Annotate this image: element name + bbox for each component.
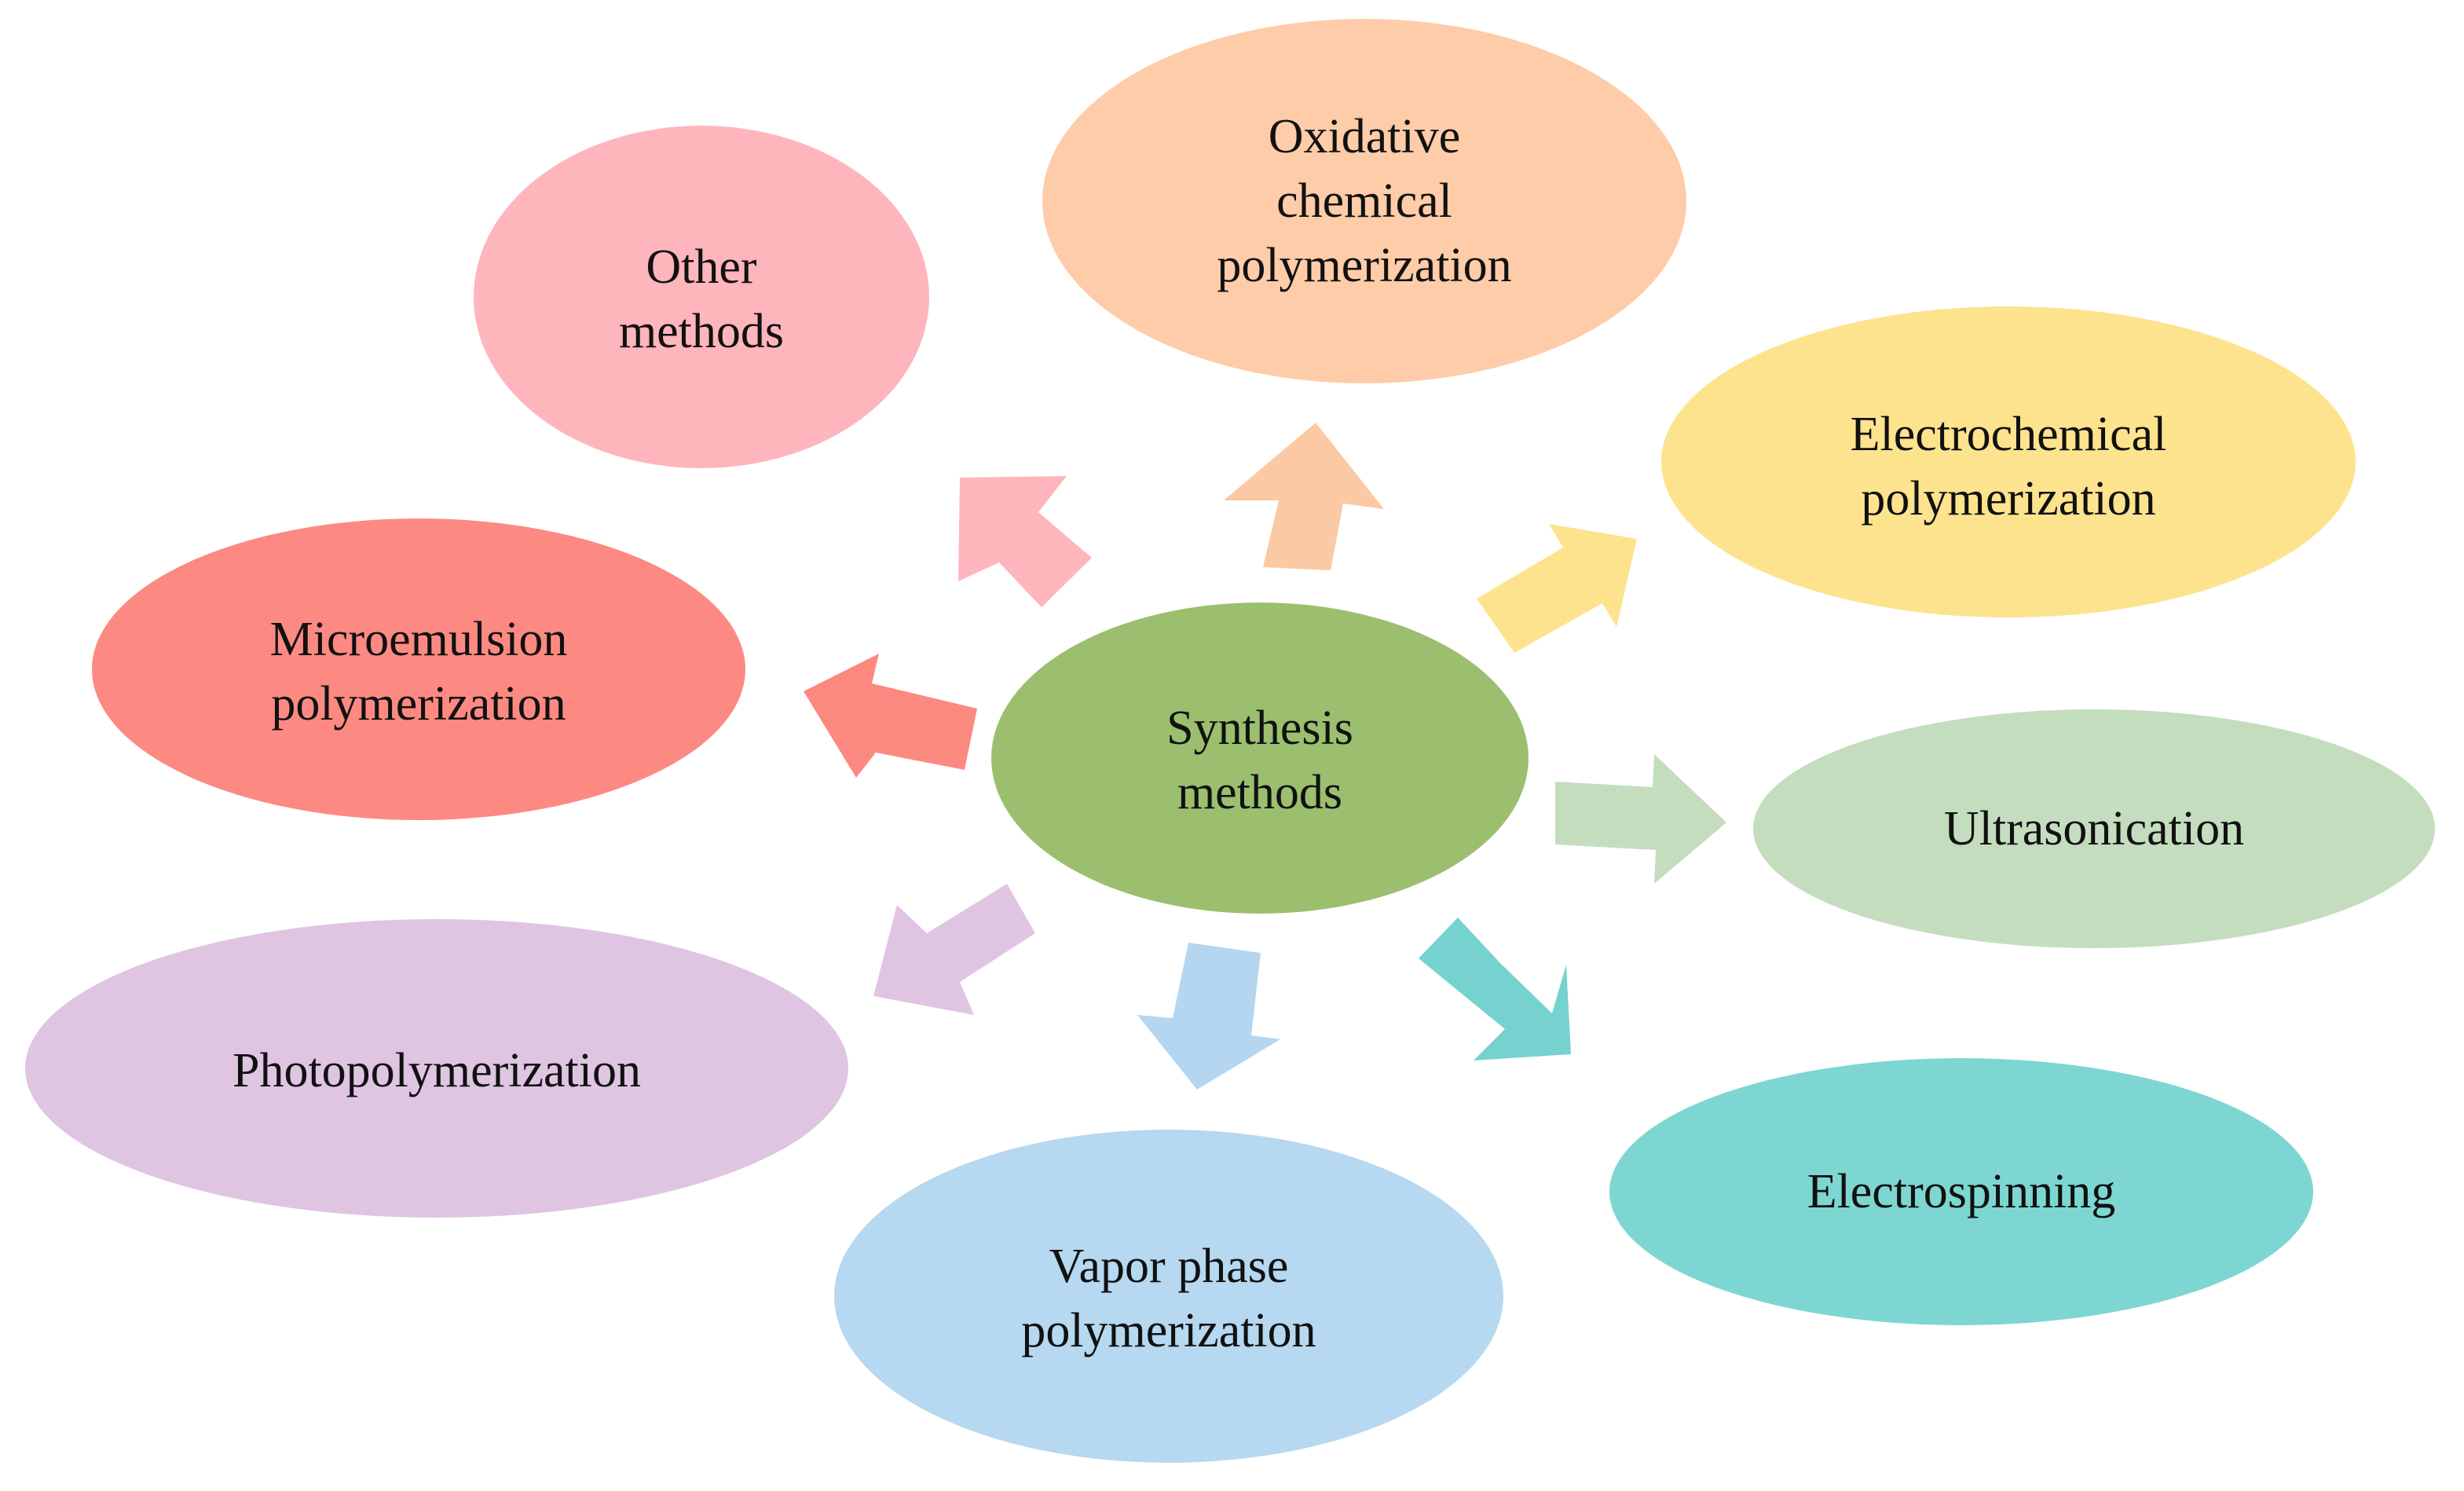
node-microemulsion-polymerization: Microemulsion polymerization bbox=[92, 518, 745, 820]
node-other-methods: Other methods bbox=[474, 126, 929, 468]
label-electrochemical-polymerization-line-2: polymerization bbox=[1861, 472, 2155, 526]
node-ultrasonication: Ultrasonication bbox=[1753, 709, 2435, 948]
label-microemulsion-polymerization: Microemulsion polymerization bbox=[270, 613, 568, 731]
center-label: Synthesis methods bbox=[1166, 702, 1353, 819]
label-vapor-phase-polymerization-line-1: Vapor phase bbox=[1049, 1240, 1289, 1293]
label-vapor-phase-polymerization: Vapor phase polymerization bbox=[1021, 1240, 1316, 1357]
node-oxidative-chemical-polymerization: Oxidative chemical polymerization bbox=[1042, 19, 1686, 383]
label-other-methods: Other methods bbox=[619, 240, 784, 358]
center-node: Synthesis methods bbox=[991, 603, 1529, 914]
arrow-microemulsion-polymerization bbox=[804, 654, 977, 778]
arrow-photopolymerization bbox=[873, 884, 1035, 1015]
arrow-other-methods bbox=[958, 476, 1092, 607]
arrows-group bbox=[804, 423, 1726, 1090]
ellipse-ultrasonication bbox=[1753, 709, 2435, 948]
label-oxidative-chemical-polymerization-line-1: Oxidative bbox=[1269, 110, 1461, 163]
label-vapor-phase-polymerization-line-2: polymerization bbox=[1021, 1304, 1316, 1357]
center-label-line-1: Synthesis bbox=[1166, 702, 1353, 755]
label-oxidative-chemical-polymerization-line-3: polymerization bbox=[1217, 239, 1511, 292]
arrow-oxidative-chemical-polymerization bbox=[1224, 423, 1384, 570]
label-ultrasonication: Ultrasonication bbox=[1944, 802, 2244, 855]
ellipse-other-methods bbox=[474, 126, 929, 468]
label-oxidative-chemical-polymerization: Oxidative chemical polymerization bbox=[1217, 110, 1511, 292]
ellipse-electrospinning bbox=[1609, 1058, 2313, 1325]
nodes-group: Oxidative chemical polymerization Electroc… bbox=[25, 19, 2435, 1463]
ellipse-microemulsion-polymerization bbox=[92, 518, 745, 820]
label-other-methods-line-2: methods bbox=[619, 305, 784, 358]
node-photopolymerization: Photopolymerization bbox=[25, 919, 848, 1218]
label-electrospinning: Electrospinning bbox=[1807, 1165, 2116, 1218]
label-photopolymerization-line-1: Photopolymerization bbox=[232, 1044, 641, 1097]
label-electrochemical-polymerization-line-1: Electrochemical bbox=[1851, 408, 2167, 461]
label-electrospinning-line-1: Electrospinning bbox=[1807, 1165, 2116, 1218]
arrow-electrospinning bbox=[1419, 918, 1571, 1061]
label-ultrasonication-line-1: Ultrasonication bbox=[1944, 802, 2244, 855]
node-electrospinning: Electrospinning bbox=[1609, 1058, 2313, 1325]
ellipse-photopolymerization bbox=[25, 919, 848, 1218]
label-microemulsion-polymerization-line-1: Microemulsion bbox=[270, 613, 568, 666]
label-other-methods-line-1: Other bbox=[646, 240, 757, 294]
ellipse-electrochemical-polymerization bbox=[1661, 306, 2356, 617]
label-electrochemical-polymerization: Electrochemical polymerization bbox=[1851, 408, 2167, 526]
node-vapor-phase-polymerization: Vapor phase polymerization bbox=[834, 1130, 1503, 1463]
center-ellipse bbox=[991, 603, 1529, 914]
label-microemulsion-polymerization-line-2: polymerization bbox=[271, 677, 566, 731]
node-electrochemical-polymerization: Electrochemical polymerization bbox=[1661, 306, 2356, 617]
center-label-line-2: methods bbox=[1177, 766, 1342, 819]
ellipse-vapor-phase-polymerization bbox=[834, 1130, 1503, 1463]
arrow-electrochemical-polymerization bbox=[1477, 524, 1637, 653]
label-photopolymerization: Photopolymerization bbox=[232, 1044, 641, 1097]
ellipse-oxidative-chemical-polymerization bbox=[1042, 19, 1686, 383]
arrow-vapor-phase-polymerization bbox=[1137, 943, 1280, 1090]
arrow-ultrasonication bbox=[1555, 754, 1726, 884]
label-oxidative-chemical-polymerization-line-2: chemical bbox=[1276, 174, 1452, 228]
